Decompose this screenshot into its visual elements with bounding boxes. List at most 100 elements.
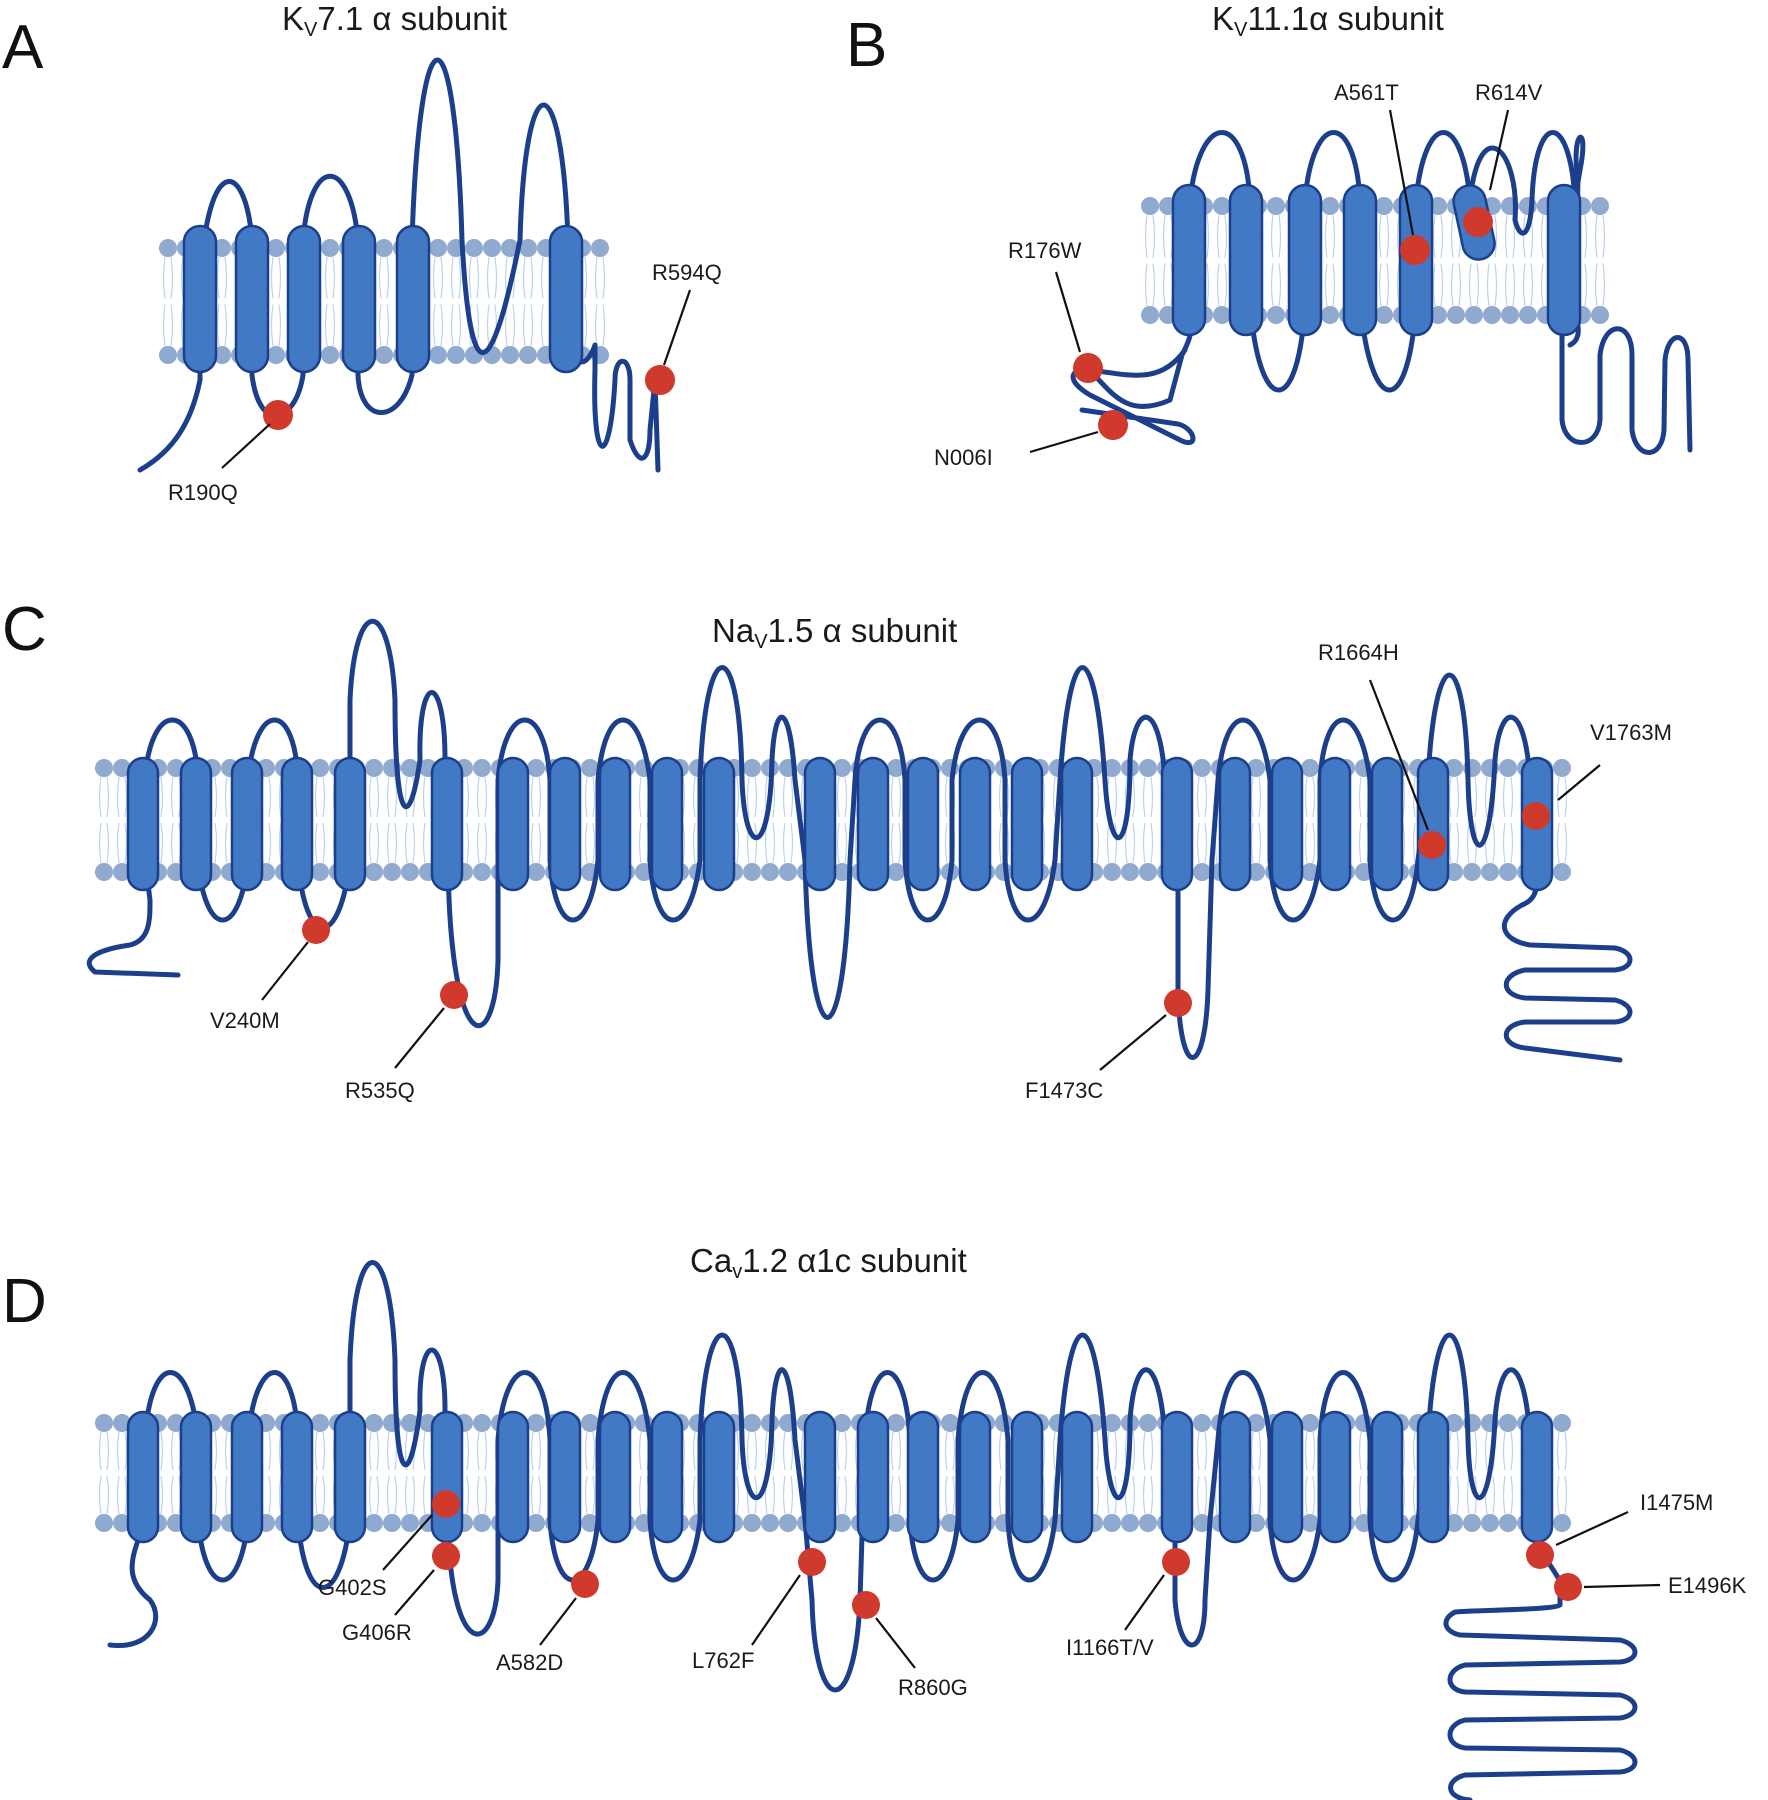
- lipid-tail: [736, 1475, 740, 1515]
- lipid-head: [1139, 863, 1157, 881]
- lipid-tail: [314, 1431, 318, 1471]
- lipid-tail: [754, 1475, 758, 1515]
- mutation-dot-r176w: [1073, 353, 1103, 383]
- lipid-tail: [368, 1475, 372, 1515]
- panel-d: D Cav1.2 α1c subunit: [2, 1242, 1747, 1800]
- lipid-tail: [106, 776, 110, 818]
- lipid-head: [465, 239, 483, 257]
- lipid-tail: [1204, 776, 1208, 818]
- lipid-tail: [1132, 1431, 1136, 1471]
- lipid-head: [1247, 1514, 1265, 1532]
- helix-b-1: [1171, 183, 1207, 337]
- lipid-tail: [1206, 214, 1210, 258]
- lipid-head: [1103, 1514, 1121, 1532]
- lipid-tail: [1042, 776, 1046, 818]
- lipid-tail: [538, 1475, 542, 1515]
- lipid-head: [1481, 1514, 1499, 1532]
- lipid-head: [1501, 306, 1519, 324]
- lipid-tail: [224, 1431, 228, 1471]
- mutation-dot-r594q: [645, 365, 675, 395]
- helix-c-16: [1010, 756, 1044, 892]
- lipid-tail: [512, 304, 516, 347]
- lipid-head: [1499, 863, 1517, 881]
- lipid-tail: [486, 304, 490, 347]
- lipid-tail: [170, 1475, 174, 1515]
- leader-v1763m: [1557, 764, 1601, 801]
- lipid-tail: [1096, 822, 1100, 864]
- lipid-tail: [1432, 263, 1436, 307]
- lipid-head: [383, 863, 401, 881]
- lipid-tail: [1132, 822, 1136, 864]
- lipid-head: [1139, 1414, 1157, 1432]
- lipid-head: [591, 239, 609, 257]
- lipid-head: [1483, 306, 1501, 324]
- lipid-tail: [1132, 776, 1136, 818]
- helix-d-22: [1370, 1410, 1404, 1544]
- lipid-tail: [1564, 1475, 1568, 1515]
- lipid-head: [1553, 759, 1571, 777]
- lipid-head: [1445, 1414, 1463, 1432]
- lipid-head: [1247, 759, 1265, 777]
- lipid-tail: [116, 822, 120, 864]
- lipid-tail: [224, 776, 228, 818]
- lipid-tail: [594, 304, 598, 347]
- helix-d-3: [230, 1410, 264, 1544]
- lipid-tail: [458, 304, 462, 347]
- lipid-tail: [476, 776, 480, 818]
- helix-c-18: [1160, 756, 1194, 892]
- lipid-tail: [124, 1431, 128, 1471]
- helix-c-8: [548, 756, 582, 892]
- lipid-tail: [1522, 263, 1526, 307]
- lipid-head: [429, 239, 447, 257]
- lipid-tail: [368, 1431, 372, 1471]
- lipid-tail: [1556, 776, 1560, 818]
- leader-g406r: [394, 1569, 435, 1616]
- helix-d-14: [906, 1410, 940, 1544]
- lipid-tail: [538, 776, 542, 818]
- lipid-tail: [898, 1475, 902, 1515]
- helix-b-4: [1342, 183, 1378, 337]
- lipid-tail: [746, 1431, 750, 1471]
- lipid-tail: [1278, 214, 1282, 258]
- lipid-tail: [268, 776, 272, 818]
- lipid-tail: [368, 822, 372, 864]
- lipid-tail: [224, 822, 228, 864]
- lipid-tail: [836, 1475, 840, 1515]
- lipid-tail: [540, 256, 544, 299]
- lipid-tail: [1312, 776, 1316, 818]
- lipid-tail: [1602, 214, 1606, 258]
- helix-d-4: [280, 1410, 314, 1544]
- mutation-dot-v240m: [302, 916, 330, 944]
- lipid-head: [401, 1414, 419, 1432]
- lipid-head: [267, 346, 285, 364]
- mutation-label-r535q: R535Q: [345, 1078, 415, 1103]
- mutation-dot-r535q: [440, 981, 468, 1009]
- lipid-head: [501, 346, 519, 364]
- lipid-tail: [314, 1475, 318, 1515]
- mutation-label-a582d: A582D: [496, 1650, 563, 1675]
- lipid-tail: [890, 822, 894, 864]
- lipid-head: [1213, 197, 1231, 215]
- lipid-tail: [1492, 822, 1496, 864]
- mutation-label-g406r: G406R: [342, 1620, 412, 1645]
- lipid-tail: [1556, 822, 1560, 864]
- lipid-tail: [214, 822, 218, 864]
- lipid-tail: [224, 256, 228, 299]
- lipid-head: [1141, 306, 1159, 324]
- lipid-head: [779, 1514, 797, 1532]
- lipid-tail: [1204, 822, 1208, 864]
- lipid-tail: [682, 822, 686, 864]
- mutation-label-i1475m: I1475M: [1640, 1490, 1713, 1515]
- lipid-tail: [1502, 1431, 1506, 1471]
- lipid-head: [1213, 306, 1231, 324]
- lipid-tail: [1150, 1475, 1154, 1515]
- mutation-dot-f1473c: [1164, 989, 1192, 1017]
- lipid-tail: [170, 256, 174, 299]
- helix-d-10: [650, 1410, 684, 1544]
- lipid-tail: [124, 822, 128, 864]
- lipid-tail: [1556, 1431, 1560, 1471]
- lipid-tail: [1510, 1431, 1514, 1471]
- lipid-head: [375, 346, 393, 364]
- lipid-tail: [98, 776, 102, 818]
- lipid-tail: [216, 304, 220, 347]
